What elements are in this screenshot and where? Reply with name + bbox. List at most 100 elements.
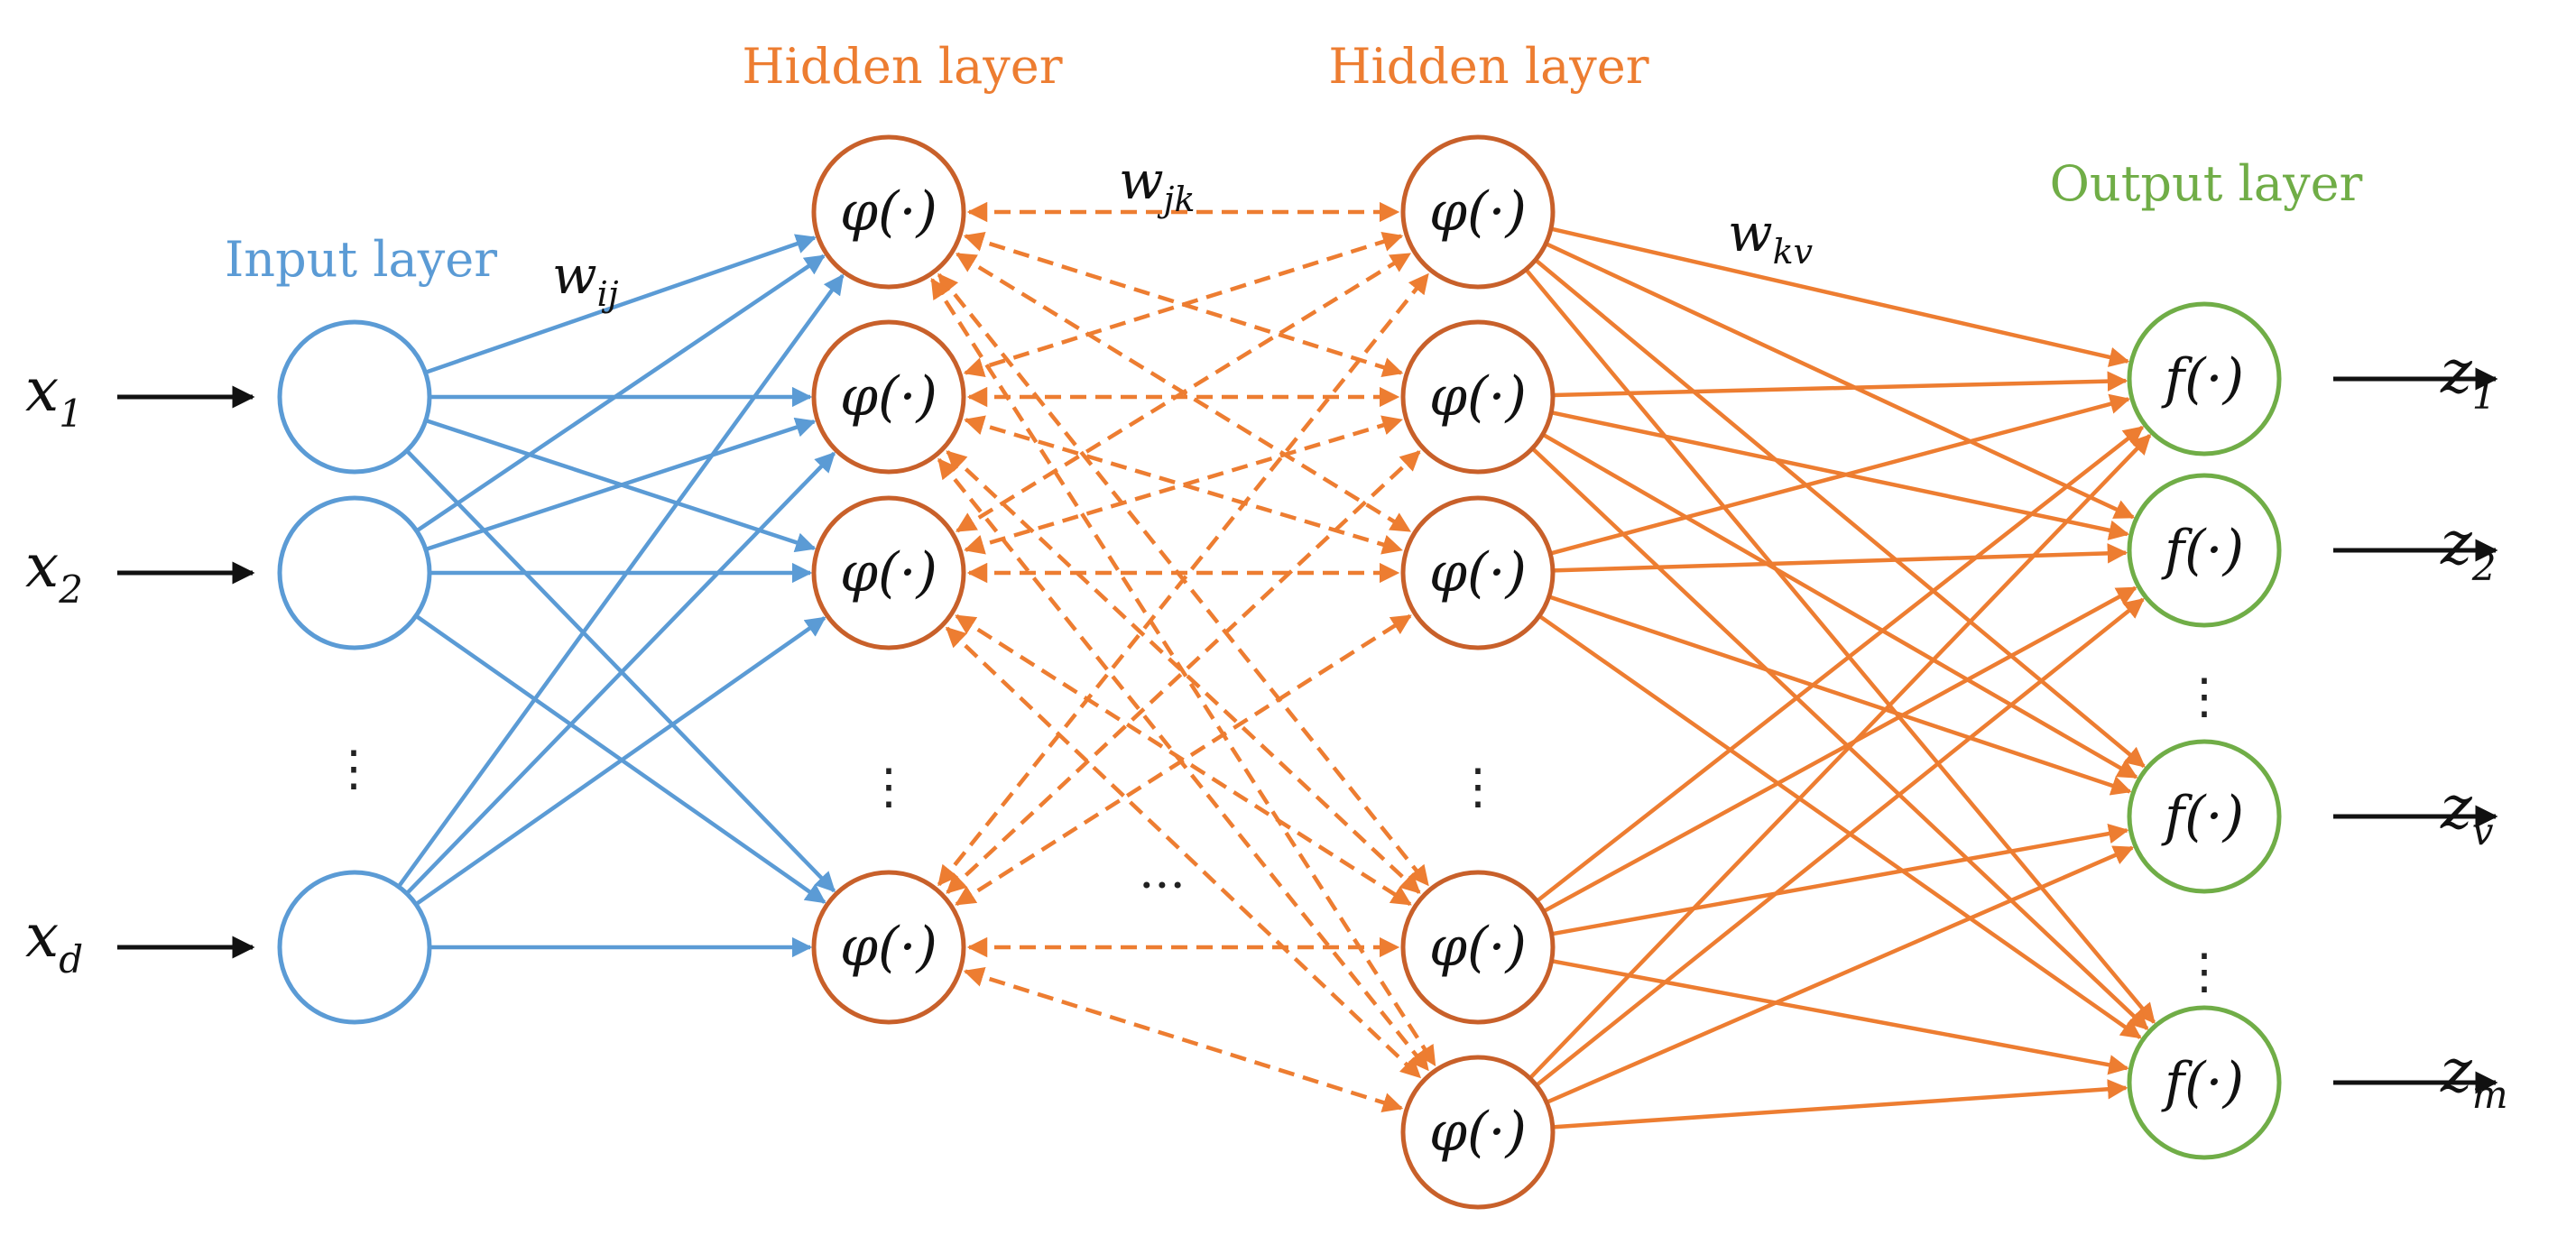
- input-node-0: [277, 319, 432, 475]
- output-zm-base: z: [2440, 1037, 2473, 1106]
- edge-hidden1-1-hidden2-4: [937, 457, 1430, 1072]
- edge-hidden2-3-output-3: [1551, 958, 2129, 1075]
- edge-hidden2-4-output-3: [1552, 1079, 2128, 1130]
- output-ellipsis-lower: ⋮: [2180, 943, 2229, 1000]
- hidden2-node-2: [1400, 495, 1556, 650]
- output-node-3: [2127, 1005, 2282, 1160]
- input-ellipsis: ⋮: [329, 740, 378, 797]
- output-ellipsis-upper: ⋮: [2180, 668, 2229, 724]
- output-node-0: [2127, 301, 2282, 456]
- edge-hidden1-3-hidden2-4: [963, 966, 1404, 1113]
- edge-hidden2-2-output-3: [1537, 613, 2142, 1039]
- weight-wij-base: w: [552, 244, 597, 306]
- output-zv-base: z: [2440, 773, 2473, 843]
- output-label-z1: z1: [2440, 337, 2497, 418]
- edge-hidden1-3-hidden2-2: [955, 613, 1412, 907]
- io-arrows: [117, 367, 2498, 1094]
- input-label-x2: x2: [25, 531, 83, 612]
- edge-hidden2-3-output-1: [1542, 586, 2137, 914]
- edge-hidden2-3-output-2: [1551, 823, 2129, 936]
- output-label-zm: zm: [2440, 1037, 2508, 1117]
- hidden-layer-2-title: Hidden layer: [1328, 38, 1648, 95]
- output-node-2: [2127, 739, 2282, 894]
- hidden2-node-1-label: φ(·): [1429, 365, 1527, 429]
- hidden2-to-output-connections: [1524, 226, 2156, 1130]
- weight-label-wjk: wjk: [1119, 150, 1195, 219]
- hidden2-ellipsis: ⋮: [1454, 758, 1502, 815]
- output-zm-sub: m: [2472, 1073, 2508, 1117]
- edge-hidden1-2-hidden2-4: [945, 626, 1422, 1079]
- edge-hidden2-0-output-0: [1550, 226, 2130, 367]
- weight-wij-sub: ij: [597, 274, 619, 314]
- output-node-3-label: f(·): [2161, 1051, 2244, 1114]
- output-z1-sub: 1: [2472, 373, 2497, 418]
- input-node-2: [277, 870, 432, 1025]
- edge-hidden2-3-output-0: [1535, 425, 2145, 903]
- input-layer-title: Input layer: [225, 231, 497, 288]
- hidden1-node-1-label: φ(·): [840, 365, 937, 429]
- input-label-x1: x1: [25, 355, 83, 436]
- output-z2-base: z: [2440, 509, 2473, 578]
- edge-input-0-hidden1-0: [424, 234, 817, 374]
- hidden1-node-3-label: φ(·): [840, 916, 937, 979]
- weight-wkv-base: w: [1728, 202, 1773, 263]
- hidden2-node-3: [1400, 870, 1556, 1025]
- hidden1-node-2: [811, 495, 966, 650]
- hidden2-node-4-label: φ(·): [1429, 1101, 1527, 1164]
- weight-label-wkv: wkv: [1728, 202, 1814, 272]
- input-x2-base: x: [25, 531, 59, 601]
- hidden1-ellipsis: ⋮: [864, 758, 913, 815]
- output-node-2-label: f(·): [2161, 785, 2244, 848]
- output-node-1-label: f(·): [2161, 519, 2244, 582]
- edge-hidden2-1-output-0: [1552, 371, 2128, 398]
- input-x1-base: x: [25, 355, 59, 425]
- hidden2-node-4: [1400, 1055, 1556, 1210]
- input-x2-sub: 2: [58, 567, 83, 612]
- network-nodes: φ(·)φ(·)φ(·)φ(·)φ(·)φ(·)φ(·)φ(·)φ(·)f(·)…: [277, 134, 2282, 1210]
- edge-input-2-hidden1-2: [414, 616, 826, 907]
- edge-hidden2-4-output-1: [1535, 597, 2145, 1087]
- hidden-layer-1-title: Hidden layer: [742, 38, 1062, 95]
- output-z2-sub: 2: [2471, 545, 2497, 589]
- weight-wjk-base: w: [1119, 150, 1164, 211]
- weight-wjk-sub: jk: [1158, 180, 1196, 219]
- output-node-0-label: f(·): [2161, 347, 2244, 410]
- edge-hidden2-2-output-0: [1549, 393, 2131, 556]
- edge-input-1-hidden1-0: [415, 254, 826, 533]
- weight-wkv-sub: kv: [1773, 232, 1814, 272]
- output-label-z2: z2: [2440, 509, 2497, 589]
- edge-hidden2-1-output-2: [1541, 432, 2138, 779]
- input-to-hidden1-connections: [396, 234, 845, 958]
- hidden1-to-hidden2-connections: [930, 201, 1436, 1113]
- input-x1-sub: 1: [59, 392, 83, 436]
- hidden-connections-ellipsis: ···: [1139, 857, 1186, 914]
- output-label-zv: zv: [2440, 773, 2494, 853]
- hidden1-node-0: [811, 134, 966, 290]
- hidden2-node-1: [1400, 319, 1556, 475]
- hidden1-node-2-label: φ(·): [840, 541, 937, 604]
- weight-label-wij: wij: [552, 244, 619, 314]
- edge-hidden2-4-output-0: [1528, 434, 2152, 1080]
- input-xd-sub: d: [59, 937, 83, 982]
- hidden1-node-0-label: φ(·): [840, 180, 937, 244]
- output-layer-title: Output layer: [2050, 155, 2363, 212]
- hidden2-node-0-label: φ(·): [1429, 180, 1527, 244]
- edge-input-2-hidden1-1: [405, 451, 836, 896]
- edge-hidden2-0-output-1: [1545, 242, 2136, 520]
- hidden2-node-2-label: φ(·): [1429, 541, 1527, 604]
- edge-hidden2-2-output-1: [1552, 543, 2128, 573]
- hidden1-node-1: [811, 319, 966, 475]
- input-node-1: [277, 495, 432, 650]
- edge-hidden2-2-output-2: [1547, 595, 2132, 796]
- hidden1-node-3: [811, 870, 966, 1025]
- edge-input-1-hidden1-1: [425, 417, 817, 552]
- output-zv-sub: v: [2472, 809, 2494, 853]
- edge-input-2-hidden1-0: [396, 273, 845, 889]
- input-label-xd: xd: [25, 901, 83, 982]
- output-node-1: [2127, 473, 2282, 628]
- output-z1-base: z: [2440, 337, 2473, 407]
- edge-hidden2-0-output-2: [1534, 258, 2146, 769]
- input-xd-base: x: [25, 901, 59, 971]
- hidden2-node-0: [1400, 134, 1556, 290]
